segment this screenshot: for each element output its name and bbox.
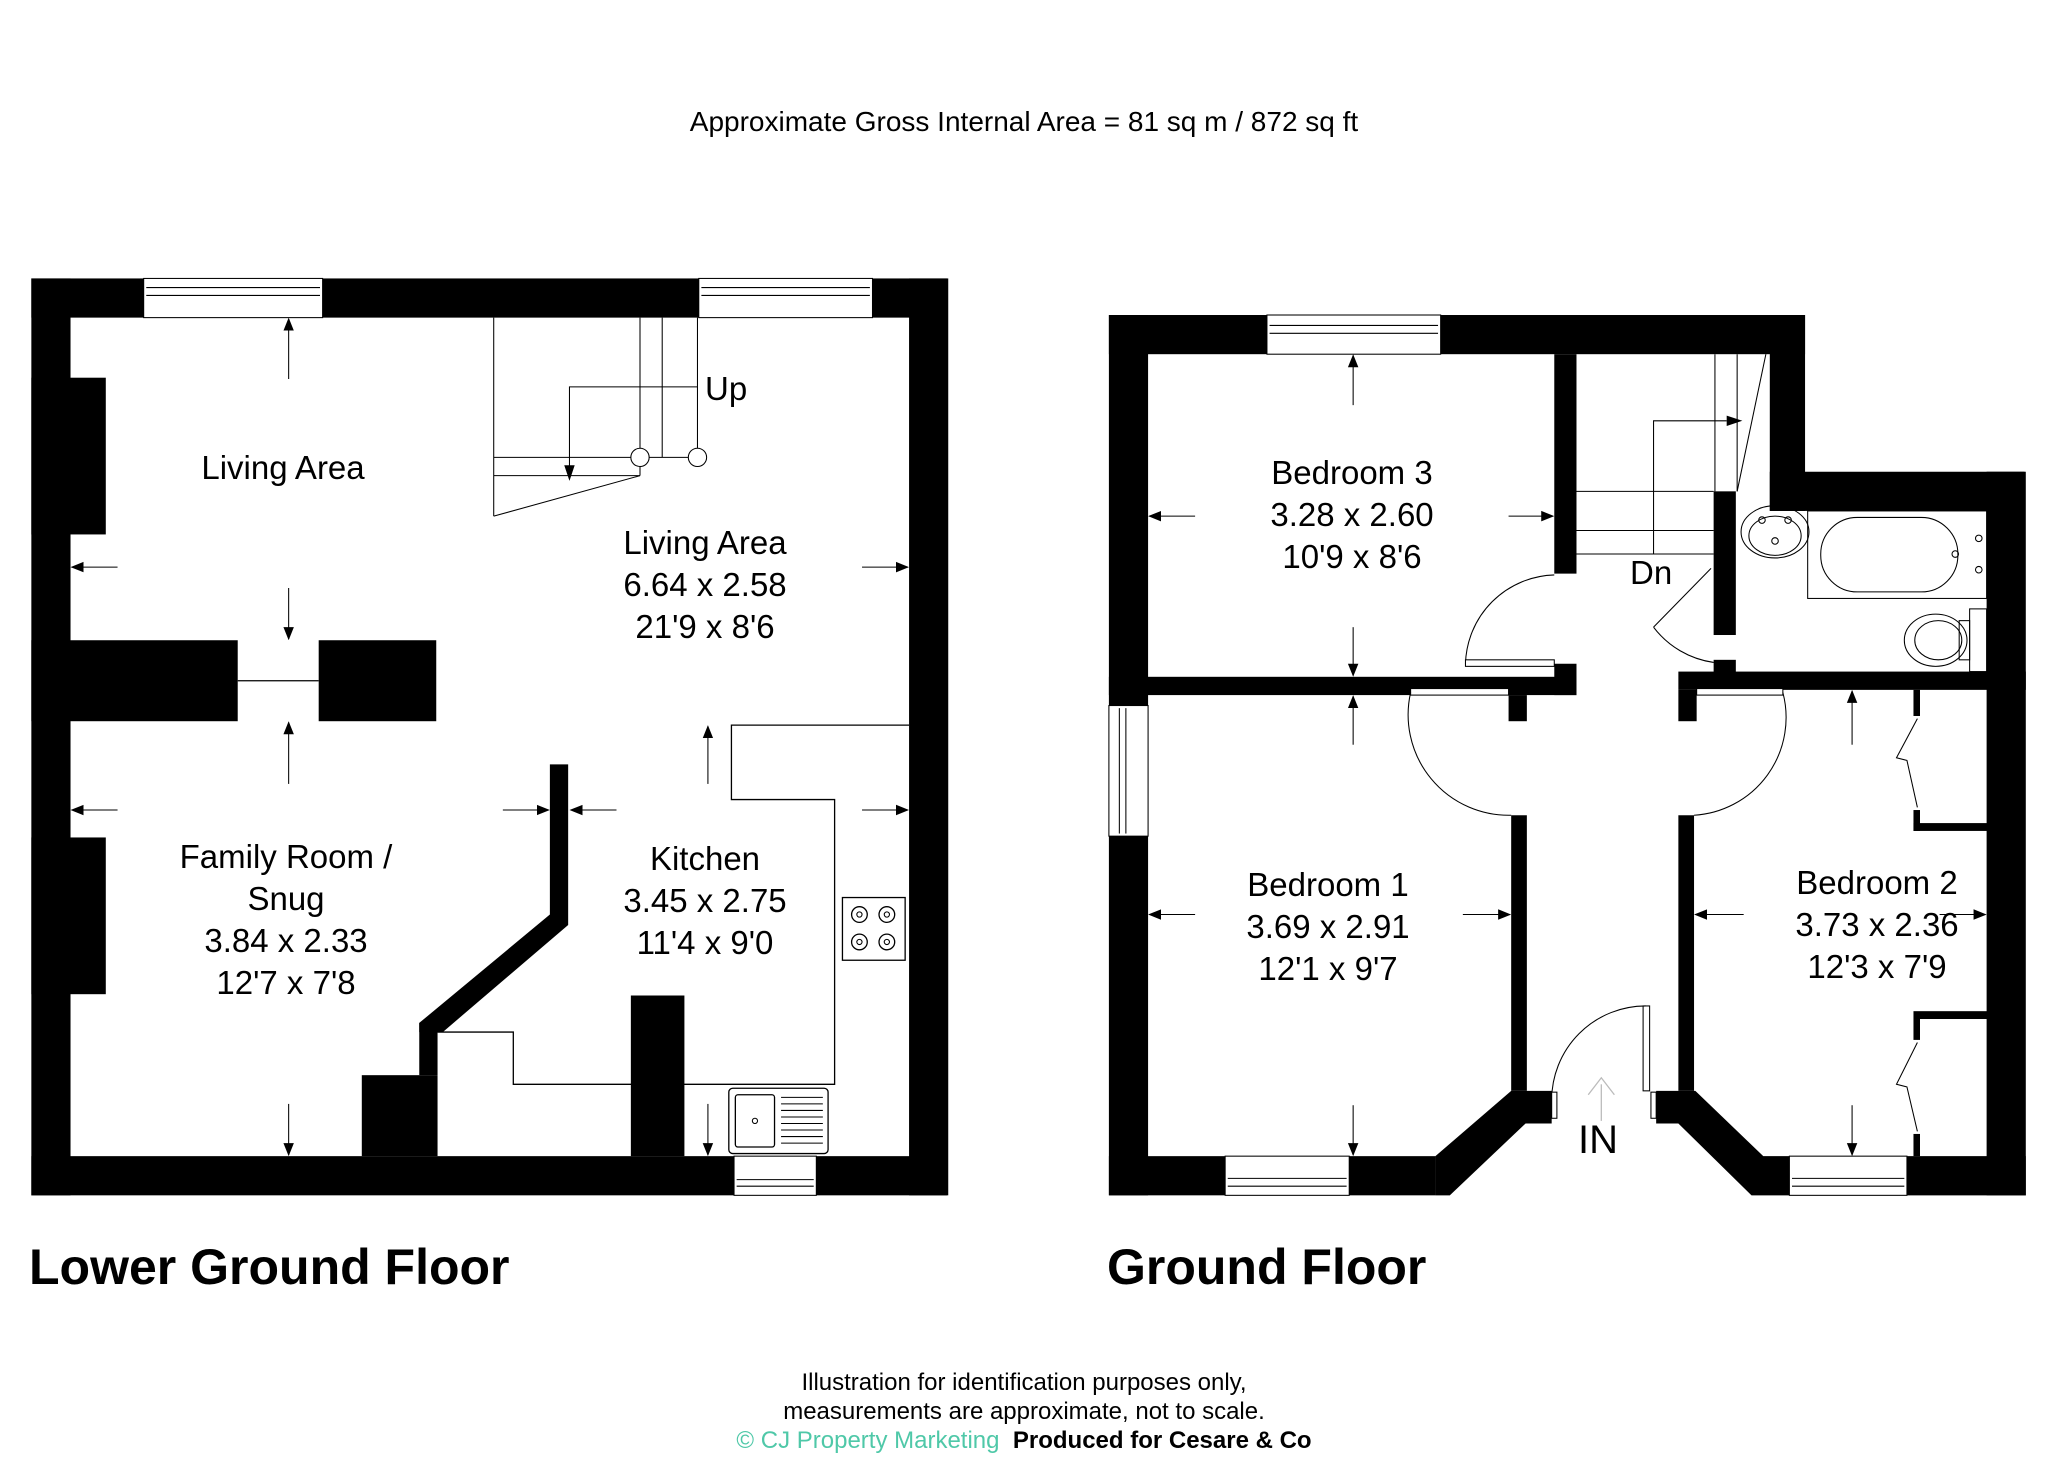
room-imperial: 12'1 x 9'7 — [1258, 950, 1398, 987]
room-name-2: Snug — [247, 880, 325, 917]
room-metric: 3.28 x 2.60 — [1270, 496, 1434, 533]
room-name: Living Area — [201, 449, 365, 486]
room-imperial: 12'7 x 7'8 — [216, 964, 356, 1001]
room-metric: 3.73 x 2.36 — [1795, 906, 1959, 943]
stairs-up-label: Up — [705, 370, 748, 407]
room-label-bedroom-3: Bedroom 3 3.28 x 2.60 10'9 x 8'6 — [1270, 452, 1433, 578]
disclaimer-line-2: measurements are approximate, not to sca… — [783, 1398, 1265, 1425]
floor-title-lower-ground: Lower Ground Floor — [29, 1239, 510, 1295]
room-name: Living Area — [623, 524, 787, 561]
room-imperial: 21'9 x 8'6 — [635, 608, 775, 645]
copyright-credit: © CJ Property Marketing — [736, 1427, 1000, 1454]
disclaimer-footer: Illustration for identification purposes… — [0, 1368, 2048, 1455]
room-metric: 6.64 x 2.58 — [623, 566, 787, 603]
room-imperial: 10'9 x 8'6 — [1282, 538, 1422, 575]
room-metric: 3.45 x 2.75 — [623, 882, 787, 919]
stairs-down-label: Dn — [1630, 554, 1673, 591]
credit-line: © CJ Property Marketing Produced for Ces… — [0, 1426, 2048, 1455]
room-label-living-area-1: Living Area — [201, 447, 364, 489]
room-metric: 3.84 x 2.33 — [204, 922, 368, 959]
disclaimer-line-1: Illustration for identification purposes… — [801, 1369, 1247, 1396]
room-metric: 3.69 x 2.91 — [1246, 908, 1410, 945]
room-label-bedroom-1: Bedroom 1 3.69 x 2.91 12'1 x 9'7 — [1246, 864, 1409, 990]
room-name: Family Room / — [179, 838, 393, 875]
room-name: Bedroom 3 — [1271, 454, 1433, 491]
room-label-bedroom-2: Bedroom 2 3.73 x 2.36 12'3 x 7'9 — [1795, 862, 1958, 988]
floor-title-ground: Ground Floor — [1107, 1239, 1427, 1295]
room-label-kitchen: Kitchen 3.45 x 2.75 11'4 x 9'0 — [623, 838, 786, 964]
lower-ground-floor-plan — [31, 277, 949, 1196]
produced-for-credit: Produced for Cesare & Co — [1012, 1427, 1312, 1454]
room-name: Bedroom 1 — [1247, 866, 1409, 903]
room-name: Kitchen — [649, 840, 761, 877]
ground-floor-plan — [1108, 314, 2026, 1196]
gross-internal-area: Approximate Gross Internal Area = 81 sq … — [689, 106, 1359, 137]
room-name: Bedroom 2 — [1796, 864, 1958, 901]
entrance-label: IN — [1578, 1118, 1618, 1162]
room-label-family-room: Family Room / Snug 3.84 x 2.33 12'7 x 7'… — [180, 836, 393, 1004]
room-label-living-area-2: Living Area 6.64 x 2.58 21'9 x 8'6 — [623, 522, 786, 648]
room-imperial: 11'4 x 9'0 — [636, 924, 774, 961]
room-imperial: 12'3 x 7'9 — [1807, 948, 1947, 985]
